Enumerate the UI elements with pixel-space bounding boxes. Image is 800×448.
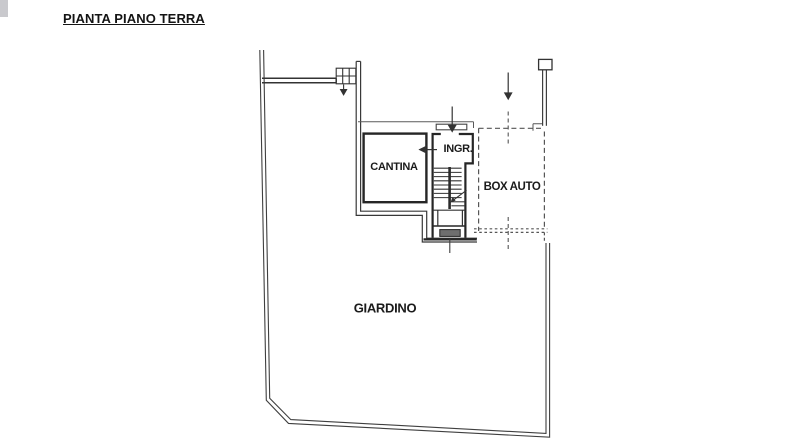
stair-landing xyxy=(432,209,466,226)
page-title: PIANTA PIANO TERRA xyxy=(63,11,205,26)
boundary-wall-north-east xyxy=(542,70,547,126)
entrance-down-arrow-icon xyxy=(447,106,457,133)
building-perimeter-wall xyxy=(355,60,477,243)
cantina-walls xyxy=(362,132,428,204)
site-boundary-wall xyxy=(259,49,551,438)
box-auto-dashed-outline xyxy=(474,123,548,241)
garden-steps-down-arrow-icon xyxy=(339,84,348,96)
entrance-canopy-line xyxy=(358,121,474,128)
external-steps xyxy=(335,67,357,85)
box-auto-down-arrow-icon xyxy=(503,72,513,101)
cantina-left-arrow-icon xyxy=(418,145,437,154)
boundary-wall-north-west xyxy=(262,77,337,84)
room-label-giardino: GIARDINO xyxy=(353,300,417,316)
staircase xyxy=(433,167,467,209)
gate-pillar xyxy=(537,58,553,71)
scan-corner-artifact xyxy=(0,0,8,17)
room-label-ingresso: INGR. xyxy=(443,143,473,155)
room-label-box-auto: BOX AUTO xyxy=(483,181,541,193)
entrance-threshold xyxy=(439,229,461,237)
room-label-cantina: CANTINA xyxy=(370,161,418,173)
